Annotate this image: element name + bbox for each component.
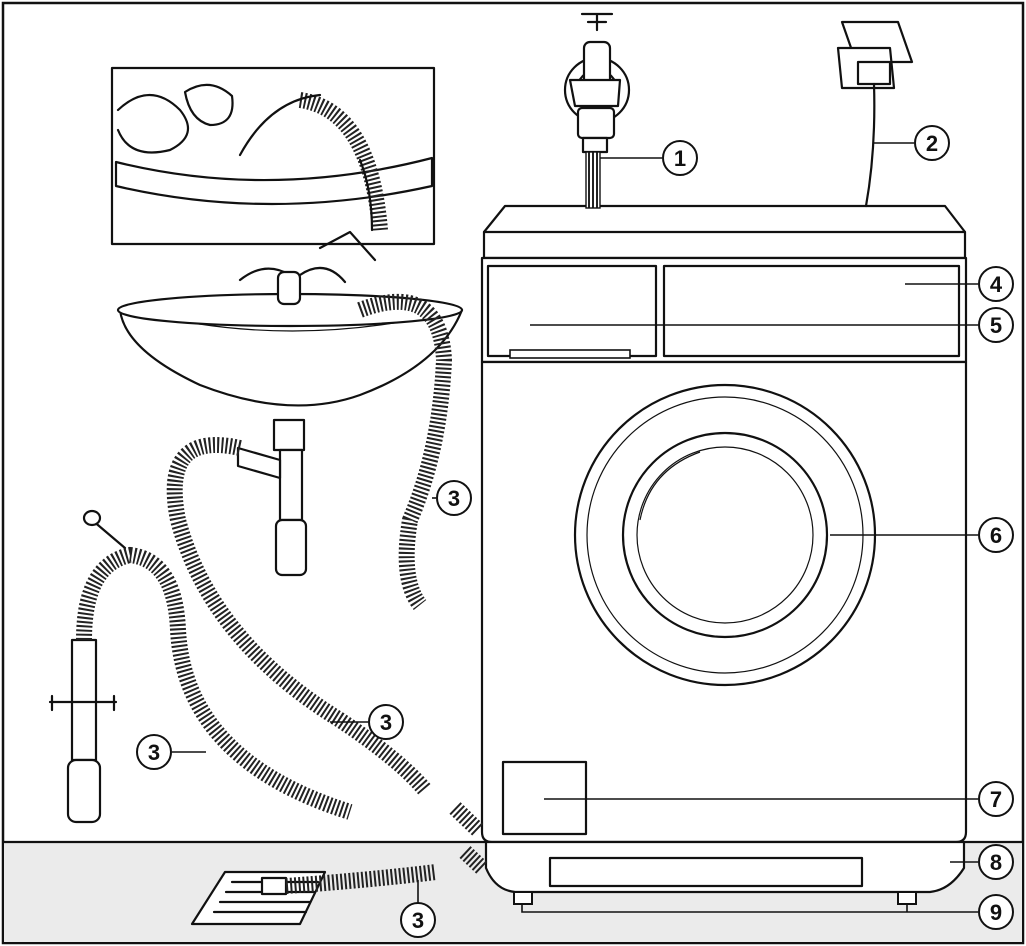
- foot-left: [513, 891, 533, 905]
- callout-5: 5: [978, 307, 1014, 343]
- callout-9-label: 9: [990, 900, 1002, 925]
- foot-right: [897, 891, 917, 905]
- washing-machine: [480, 204, 968, 905]
- callout-1-label: 1: [674, 146, 686, 171]
- callout-3-sink: 3: [436, 480, 472, 516]
- inset-detail: [110, 66, 436, 262]
- callout-3-standpipe: 3: [136, 734, 172, 770]
- drain-hose-mid: [166, 437, 432, 796]
- control-panel-display: [662, 264, 961, 358]
- drain-hose-floor: [285, 864, 437, 894]
- callout-7-label: 7: [990, 787, 1002, 812]
- callout-3-sink-label: 3: [448, 486, 460, 511]
- callout-9: 9: [978, 894, 1014, 930]
- callout-6-label: 6: [990, 523, 1002, 548]
- callout-8-label: 8: [990, 850, 1002, 875]
- callout-2: 2: [914, 125, 950, 161]
- callout-4-label: 4: [990, 272, 1003, 297]
- callout-7: 7: [978, 781, 1014, 817]
- washbasin: [116, 266, 464, 577]
- callout-3-standpipe-label: 3: [148, 740, 160, 765]
- service-flap: [501, 760, 588, 836]
- callout-3-mid: 3: [368, 704, 404, 740]
- callout-1: 1: [662, 140, 698, 176]
- callout-5-label: 5: [990, 313, 1002, 338]
- callout-2-label: 2: [926, 131, 938, 156]
- callout-3-mid-label: 3: [380, 710, 392, 735]
- plinth-panel: [548, 856, 864, 888]
- standpipe: [48, 509, 127, 824]
- drain-hose-machine-upper: [449, 802, 484, 836]
- power-cable: [864, 82, 876, 208]
- water-tap: [563, 12, 631, 154]
- callout-8: 8: [978, 844, 1014, 880]
- callout-6: 6: [978, 517, 1014, 553]
- detergent-drawer: [486, 264, 658, 358]
- callout-3-floor-label: 3: [412, 908, 424, 933]
- callout-3-floor: 3: [400, 902, 436, 938]
- door-glass: [621, 431, 829, 639]
- callout-4: 4: [978, 266, 1014, 302]
- inlet-hose: [585, 151, 601, 209]
- drain-hose-standpipe: [76, 546, 353, 820]
